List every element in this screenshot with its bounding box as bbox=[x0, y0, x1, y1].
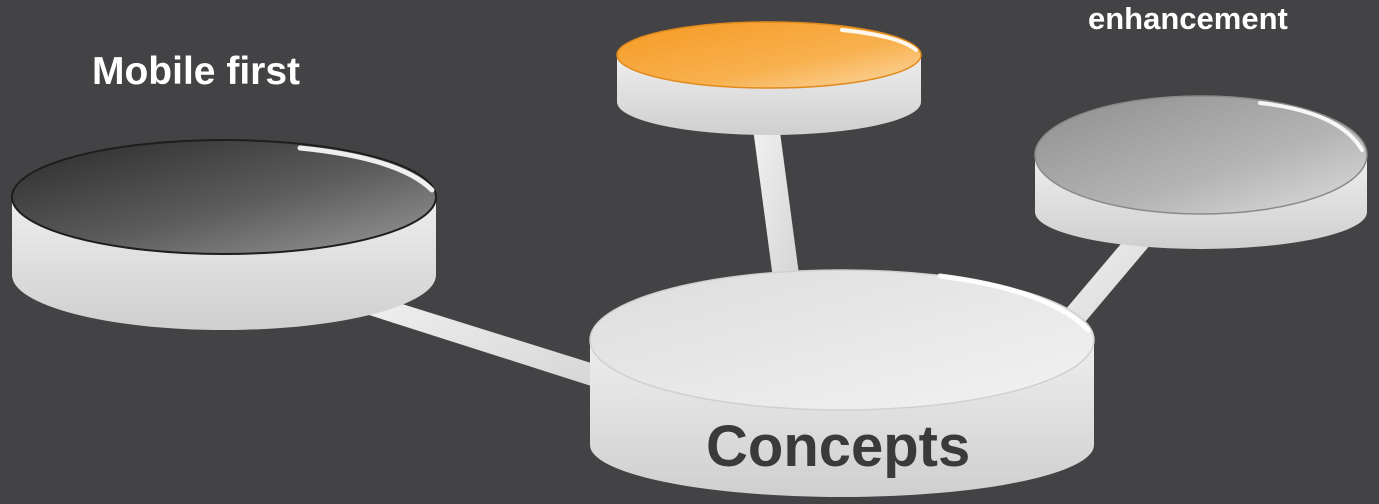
label-mobile-first: Mobile first bbox=[92, 50, 301, 93]
label-concepts: Concepts bbox=[706, 414, 971, 479]
disc-mobile-first bbox=[11, 139, 437, 330]
disc-concepts bbox=[589, 269, 1095, 497]
disc-enhancement bbox=[1034, 95, 1368, 249]
disc-top-node bbox=[616, 21, 922, 135]
connector-mobile-first bbox=[322, 282, 620, 392]
label-enhancement: enhancement bbox=[1088, 1, 1288, 36]
connector-top-node bbox=[750, 102, 800, 286]
